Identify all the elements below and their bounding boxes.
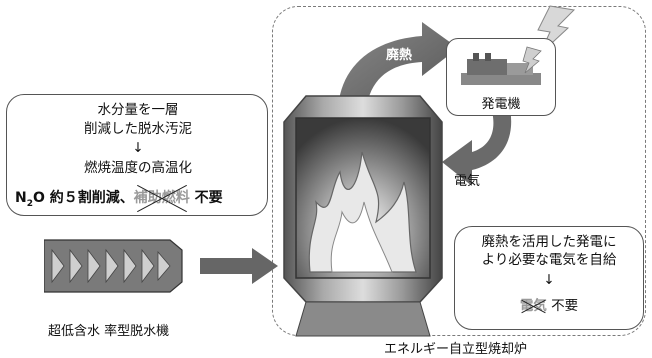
furnace-label: エネルギー自立型焼却炉 — [384, 342, 528, 357]
electricity-arrow — [442, 100, 512, 186]
sludge-line-1: 水分量を一層 — [97, 102, 179, 118]
generator-label: 発電機 — [481, 97, 521, 112]
electricity-not-needed: 不要 — [551, 298, 579, 314]
electricity-label: 電気 — [454, 174, 481, 189]
n2o-o: O — [32, 190, 45, 206]
aux-fuel-not-needed: 不要 — [194, 190, 223, 206]
power-self-supply-box: 廃熱を活用した発電に より必要な電気を自給 ↓ 電気 不要 — [454, 226, 644, 330]
n2o-reduction-line: N2O 約５割削減、補助燃料 不要 — [15, 189, 223, 213]
sludge-line-2: 削減した脱水汚泥 — [84, 121, 192, 137]
sludge-arrow: ↓ — [132, 140, 144, 156]
incinerator-furnace — [283, 95, 443, 337]
dewatering-machine-icon — [44, 239, 183, 293]
feed-arrow — [200, 248, 278, 284]
self-supply-arrow: ↓ — [543, 272, 555, 288]
self-supply-line-2: より必要な電気を自給 — [481, 252, 617, 268]
n2o-n: N — [15, 190, 27, 206]
furnace-system-frame — [272, 6, 646, 336]
electricity-not-needed-line: 電気 不要 — [455, 297, 643, 315]
waste-heat-arrow — [338, 22, 458, 110]
electricity-struck: 電気 — [519, 298, 547, 314]
sludge-info-box: 水分量を一層 削減した脱水汚泥 ↓ 燃焼温度の高温化 N2O 約５割削減、補助燃… — [6, 94, 268, 216]
n2o-reduction: 約５割削減、 — [49, 190, 134, 206]
sludge-line-3: 燃焼温度の高温化 — [84, 160, 192, 176]
self-supply-line-1: 廃熱を活用した発電に — [481, 234, 617, 250]
generator-box: 発電機 — [446, 38, 556, 116]
waste-heat-label: 廃熱 — [386, 48, 413, 63]
generator-icon — [461, 46, 542, 85]
dewatering-machine-label: 超低含水 率型脱水機 — [48, 324, 170, 339]
aux-fuel-struck: 補助燃料 — [133, 190, 190, 206]
n2o-sub: 2 — [26, 198, 33, 209]
